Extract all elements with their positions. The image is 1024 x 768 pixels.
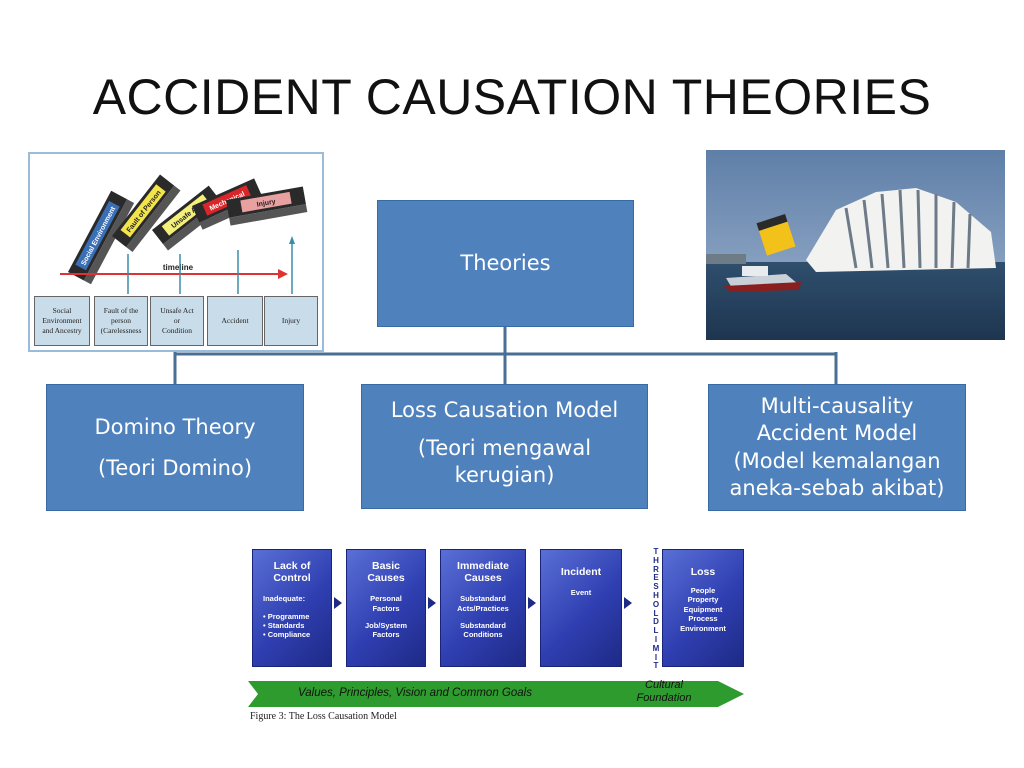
branch-line: Multi-causality <box>760 393 914 418</box>
threshold-letter: T <box>653 547 659 556</box>
timeline-label: timeline <box>163 263 194 272</box>
branch-box-domino-theory: Domino Theory (Teori Domino) <box>46 384 304 511</box>
branch-line: Domino Theory <box>94 415 256 440</box>
branch-line: aneka-sebab akibat) <box>729 475 945 500</box>
lc-arrow <box>428 597 436 609</box>
branch-line: (Teori Domino) <box>97 455 253 480</box>
domino-stage-cell: Injury <box>264 296 318 346</box>
figure-caption: Figure 3: The Loss Causation Model <box>250 711 397 722</box>
branch-line: (Teori mengawal <box>417 436 592 461</box>
threshold-letter: M <box>652 643 660 653</box>
capsized-ship-photo <box>706 150 1005 340</box>
threshold-letter: I <box>654 652 658 662</box>
threshold-letter: T <box>653 661 659 671</box>
branch-box-loss-causation-model: Loss Causation Model (Teori mengawal ker… <box>361 384 648 509</box>
lc-arrow <box>334 597 342 609</box>
threshold-letter: E <box>653 573 659 583</box>
branch-line: kerugian) <box>454 462 555 487</box>
root-box-theories: Theories <box>377 200 634 327</box>
threshold-letter: R <box>653 564 659 574</box>
domino-tile-5: Injury <box>226 186 308 226</box>
lc-box-incident: Incident Event <box>540 549 622 667</box>
values-banner-text: Values, Principles, Vision and Common Go… <box>298 687 532 699</box>
threshold-letter: H <box>653 555 659 565</box>
domino-tile-1: Social Environment <box>68 190 135 285</box>
threshold-letter: L <box>653 608 659 618</box>
root-label: Theories <box>460 251 551 276</box>
threshold-letter: S <box>653 582 659 592</box>
domino-theory-figure: Social Environment Fault of Person Unsaf… <box>28 152 324 352</box>
branch-line: Accident Model <box>756 421 918 446</box>
threshold-letter: I <box>654 634 658 644</box>
branch-box-multi-causality-model: Multi-causality Accident Model (Model ke… <box>708 384 966 511</box>
lc-arrow <box>624 597 632 609</box>
timeline-arrowhead <box>278 269 288 279</box>
values-banner-arrow <box>248 681 744 707</box>
threshold-letter: D <box>653 617 659 627</box>
branch-line: (Model kemalangan <box>733 448 941 473</box>
domino-tiles-graphic: Social Environment Fault of Person Unsaf… <box>60 174 308 294</box>
threshold-letter: H <box>653 590 659 600</box>
slide-title: ACCIDENT CAUSATION THEORIES <box>92 69 932 125</box>
lc-arrow <box>528 597 536 609</box>
threshold-letter: O <box>652 599 660 609</box>
domino-stage-cell: Accident <box>207 296 263 346</box>
threshold-letter: L <box>653 626 659 636</box>
domino-tile-label: Injury <box>256 198 276 208</box>
branch-line: Loss Causation Model <box>390 398 619 422</box>
